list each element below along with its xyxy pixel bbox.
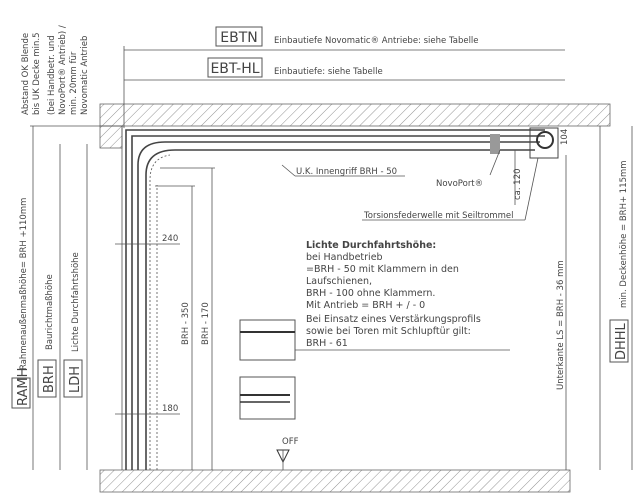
- innengriff-label: U.K. Innengriff BRH - 50: [296, 167, 397, 177]
- svg-text:Lichte Durchfahrtshöhe:: Lichte Durchfahrtshöhe:: [306, 240, 436, 251]
- svg-text:Laufschienen,: Laufschienen,: [306, 276, 372, 287]
- svg-text:Mit Antrieb = BRH + / - 0: Mit Antrieb = BRH + / - 0: [306, 300, 425, 311]
- ldh-description: Lichte Durchfahrtshöhe: [71, 252, 81, 352]
- svg-text:(bei Handbetr. und: (bei Handbetr. und: [47, 35, 57, 115]
- svg-text:sowie bei Toren mit Schlupftür: sowie bei Toren mit Schlupftür gilt:: [306, 326, 471, 337]
- ebtn-description: Einbautiefe Novomatic® Antriebe: siehe T…: [274, 36, 479, 46]
- torsion-drum: [529, 127, 559, 159]
- novoport-label: NovoPort®: [436, 179, 483, 189]
- ceiling-hatch: [99, 103, 611, 127]
- svg-text:BRH - 61: BRH - 61: [306, 338, 348, 349]
- ebtn-label: EBTN: [220, 30, 257, 46]
- novoport-drive: [490, 134, 500, 154]
- dhhl-label: DHHL: [614, 322, 629, 360]
- dim-240: 240: [162, 234, 178, 244]
- svg-text:Abstand OK Blende: Abstand OK Blende: [21, 33, 31, 115]
- svg-text:NovoPort® Antrieb) /: NovoPort® Antrieb) /: [58, 25, 68, 115]
- ramh-label: RAMH: [16, 368, 31, 406]
- svg-text:bis UK Decke min.5: bis UK Decke min.5: [32, 32, 42, 115]
- ebthl-box: [207, 57, 263, 78]
- door-track: [125, 129, 545, 470]
- ramh-description: Rahmenaußenmaßhöhe= BRH +110mm: [19, 198, 29, 370]
- svg-text:BRH - 100 ohne Klammern.: BRH - 100 ohne Klammern.: [306, 288, 435, 299]
- svg-text:=BRH - 50 mit Klammern in den: =BRH - 50 mit Klammern in den: [306, 264, 459, 275]
- ramh-box: [11, 377, 31, 409]
- unterkante-label: Unterkante LS = BRH - 36 mm: [556, 260, 566, 390]
- brh-label: BRH: [42, 365, 57, 393]
- svg-text:bei Handbetrieb: bei Handbetrieb: [306, 252, 383, 263]
- left-wall-hatch: [99, 125, 123, 149]
- svg-text:Bei Einsatz eines Verstärkungs: Bei Einsatz eines Verstärkungsprofils: [306, 314, 481, 325]
- clearance-note: Abstand OK Blende bis UK Decke min.5 (be…: [21, 25, 90, 115]
- ldh-label: LDH: [68, 366, 83, 393]
- detail-reinforcement: [239, 319, 296, 361]
- brh-description: Baurichtmaßhöhe: [45, 274, 55, 350]
- ebthl-label: EBT-HL: [210, 61, 259, 77]
- svg-text:Novomatic Antrieb: Novomatic Antrieb: [80, 36, 90, 115]
- svg-text:min. 20mm für: min. 20mm für: [69, 51, 79, 115]
- ebtn-box: [215, 26, 263, 47]
- ebthl-description: Einbautiefe: siehe Tabelle: [274, 67, 383, 77]
- clearance-height-note: Lichte Durchfahrtshöhe: bei Handbetrieb …: [306, 240, 481, 349]
- dim-brh-350: BRH - 350: [181, 302, 191, 345]
- detail-wicket-door: [239, 376, 296, 420]
- dim-ca-120: ca. 120: [513, 168, 523, 200]
- dim-180: 180: [162, 404, 178, 414]
- dim-brh-170: BRH - 170: [201, 302, 211, 345]
- dhhl-box: [609, 319, 629, 363]
- torsion-label: Torsionsfederwelle mit Seiltrommel: [363, 211, 513, 221]
- dim-104: 104: [560, 129, 570, 145]
- off-label: OFF: [282, 437, 299, 447]
- dhhl-description: min. Deckenhöhe = BRH+ 115mm: [619, 160, 629, 308]
- floor-hatch: [99, 469, 571, 493]
- brh-box: [37, 359, 57, 398]
- ldh-box: [63, 359, 83, 398]
